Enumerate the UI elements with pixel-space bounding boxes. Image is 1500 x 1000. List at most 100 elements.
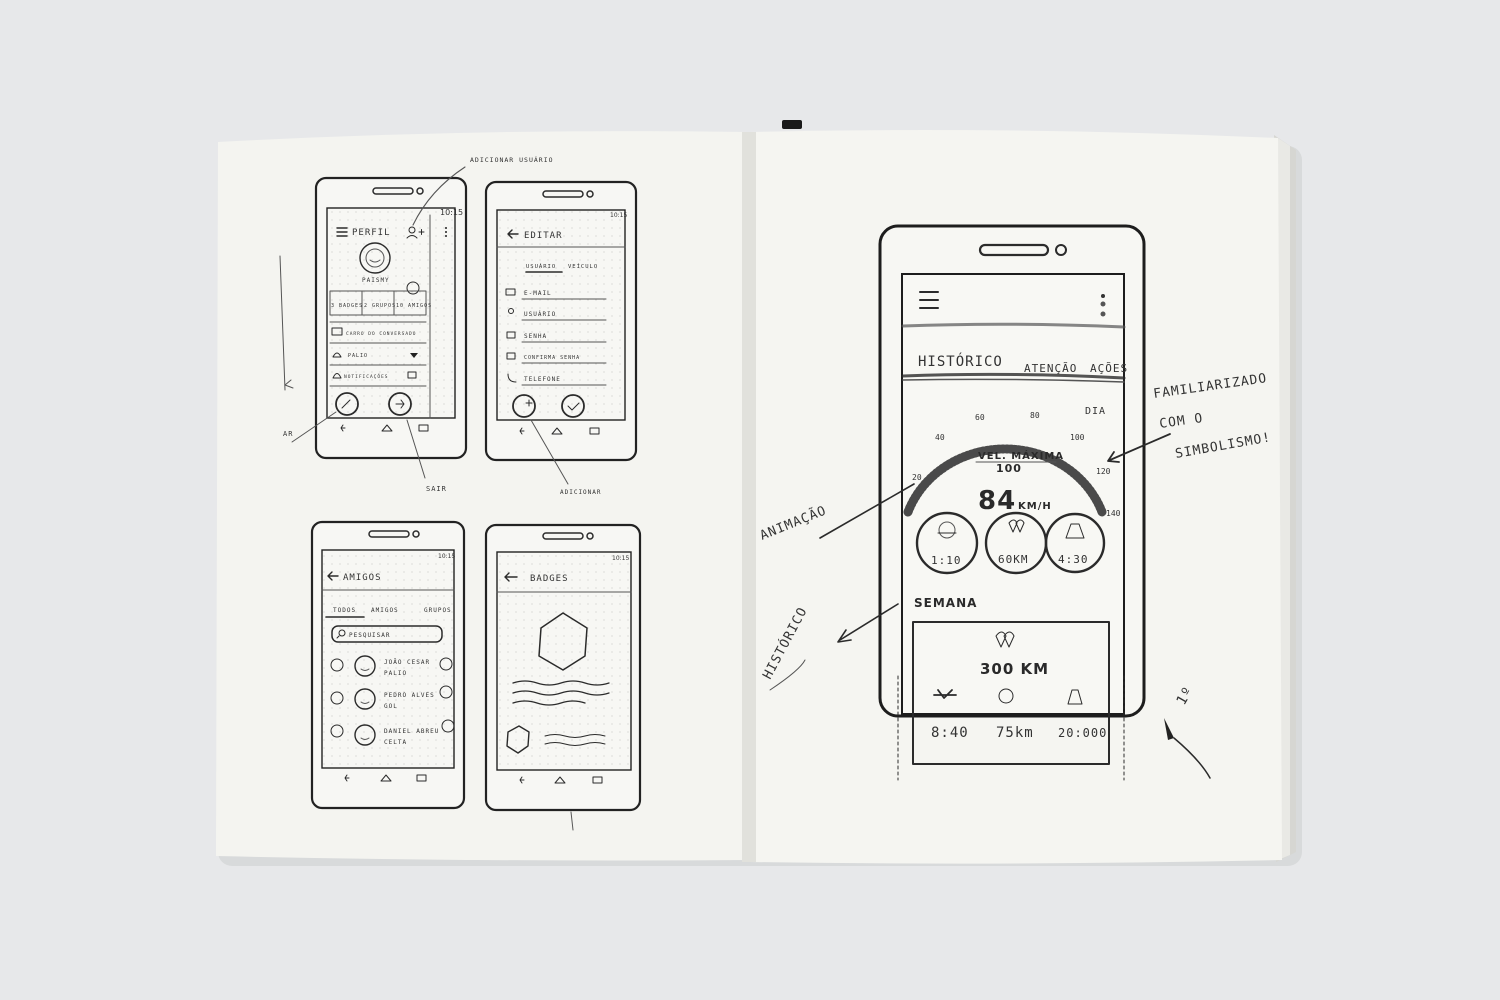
note-familiarizado-2: COM O xyxy=(1158,411,1204,432)
tick-80: 80 xyxy=(1030,411,1040,420)
sketch-phone-edit: 10:15 EDITAR USUÁRIO VEÍCULO E-MAIL USUÁ… xyxy=(484,180,638,462)
status-time: 10:15 xyxy=(610,212,627,219)
friend-name: JOÃO CESAR xyxy=(384,659,430,666)
tab-grupos: GRUPOS xyxy=(424,607,452,614)
phone-icon xyxy=(507,373,517,383)
row-notificacoes: NOTIFICAÇÕES xyxy=(344,373,389,380)
add-friend-icon xyxy=(439,657,453,671)
add-contact-fab-icon xyxy=(512,394,536,418)
stat-grupos: 2 GRUPOS xyxy=(364,303,396,309)
bell-icon xyxy=(332,373,342,379)
sketch-phone-profile: 10:15 PERFIL PAISMY 3 BADGES 2 GRUPOS 10… xyxy=(314,176,468,460)
row-palio: PALIO xyxy=(348,353,368,359)
left-annotations: ADICIONAR USUÁRIO AR SAIR ADICIONAR xyxy=(279,155,602,831)
stat-circle-time: 1:10 xyxy=(915,511,979,575)
note-sair: SAIR xyxy=(426,485,447,493)
edit-fab-icon xyxy=(335,392,359,416)
week-distance: 300 KM xyxy=(980,660,1049,678)
friend-car: CELTA xyxy=(384,739,407,746)
car-icon xyxy=(332,352,342,358)
tab-atencao: ATENÇÃO xyxy=(1024,362,1077,375)
user-icon xyxy=(508,308,514,314)
tick-60: 60 xyxy=(975,413,985,422)
add-friend-icon xyxy=(439,685,453,699)
pin-icon xyxy=(1008,519,1018,533)
add-friend-icon xyxy=(441,719,455,733)
sketch-phone-main: HISTÓRICO ATENÇÃO AÇÕES DIA 20 40 60 80 … xyxy=(878,224,1146,781)
tab-todos: TODOS xyxy=(333,607,356,614)
current-speed: 84 xyxy=(978,486,1016,516)
tick-100: 100 xyxy=(1070,433,1085,442)
tick-140: 140 xyxy=(1106,509,1121,518)
week-km: 75km xyxy=(996,725,1034,741)
recent-nav-icon xyxy=(418,424,429,432)
week-time: 8:40 xyxy=(931,725,969,741)
sketch-phone-friends: 10:15 AMIGOS TODOS AMIGOS GRUPOS PESQUIS… xyxy=(310,520,466,810)
search-placeholder: PESQUISAR xyxy=(349,632,391,639)
toggle-icon xyxy=(407,371,417,379)
circle-time-value: 1:10 xyxy=(931,554,962,567)
badge-hexagon-large xyxy=(538,612,588,671)
bookmark-ribbon xyxy=(782,120,802,129)
sketch-phone-badges: 10:15 BADGES xyxy=(484,523,642,812)
home-nav-icon xyxy=(381,424,393,432)
profile-name: PAISMY xyxy=(362,277,390,284)
status-time: 10:15 xyxy=(612,555,629,562)
search-box xyxy=(331,625,443,643)
stat-amigos: 10 AMIGOS xyxy=(396,303,432,309)
field-confirma-senha: CONFIRMA SENHA xyxy=(524,355,580,361)
friend-row-1: JOÃO CESAR PALIO xyxy=(330,655,453,677)
friend-car: PALIO xyxy=(384,670,407,677)
tab-amigos: AMIGOS xyxy=(371,607,399,614)
max-speed-value: 100 xyxy=(996,462,1022,475)
road-icon-small xyxy=(1067,689,1083,705)
status-time: 10:15 xyxy=(440,208,463,217)
speed-gauge xyxy=(903,444,1107,517)
tab-acoes: AÇÕES xyxy=(1090,362,1128,375)
gauge-ticks: 20 40 60 80 100 120 140 xyxy=(912,411,1121,518)
screen-title: BADGES xyxy=(530,574,569,584)
back-arrow-icon xyxy=(507,229,519,239)
period-dia: DIA xyxy=(1085,406,1106,417)
note-adicionar-usuario: ADICIONAR USUÁRIO xyxy=(470,155,554,164)
gauge-icon-small xyxy=(998,688,1014,704)
tick-40: 40 xyxy=(935,433,945,442)
note-adicionar: ADICIONAR xyxy=(560,489,602,496)
screen-title: AMIGOS xyxy=(343,573,382,583)
stat-circle-road: 4:30 xyxy=(1044,512,1106,574)
road-icon xyxy=(1065,523,1085,539)
friend-row-2: PEDRO ALVES GOL xyxy=(330,685,453,710)
status-time: 10:15 xyxy=(438,553,455,560)
more-vert-icon xyxy=(445,227,447,237)
back-nav-icon xyxy=(340,424,346,432)
note-ar: AR xyxy=(283,430,293,438)
friend-car: GOL xyxy=(384,703,398,710)
lock-icon-2 xyxy=(506,352,516,360)
camera-icon xyxy=(406,281,420,295)
tab-usuario: USUÁRIO xyxy=(526,263,556,270)
row-carro: CARRO DO CONVERSADO xyxy=(346,331,416,337)
friend-name: PEDRO ALVES xyxy=(384,692,435,699)
circle-distance-value: 60KM xyxy=(998,553,1029,566)
tick-120: 120 xyxy=(1096,467,1111,476)
screen-title: PERFIL xyxy=(352,228,391,238)
tick-20: 20 xyxy=(912,473,922,482)
friend-row-3: DANIEL ABREU CELTA xyxy=(330,719,455,746)
more-vert-icon xyxy=(1100,294,1106,317)
tab-historico: HISTÓRICO xyxy=(918,352,1003,370)
check-fab-icon xyxy=(561,394,585,418)
add-user-icon xyxy=(406,226,425,239)
dropdown-icon xyxy=(410,353,418,358)
field-senha: SENHA xyxy=(524,333,547,340)
logout-fab-icon xyxy=(388,392,412,416)
badge-hexagon-small xyxy=(506,725,530,754)
week-road: 20:000 xyxy=(1058,726,1107,740)
week-card xyxy=(912,621,1110,765)
pin-icon xyxy=(995,631,1007,648)
menu-icon xyxy=(919,291,939,309)
field-usuario: USUÁRIO xyxy=(524,311,556,318)
car-icon-small xyxy=(933,689,957,699)
lock-icon xyxy=(506,331,516,339)
tab-veiculo: VEÍCULO xyxy=(568,262,598,270)
